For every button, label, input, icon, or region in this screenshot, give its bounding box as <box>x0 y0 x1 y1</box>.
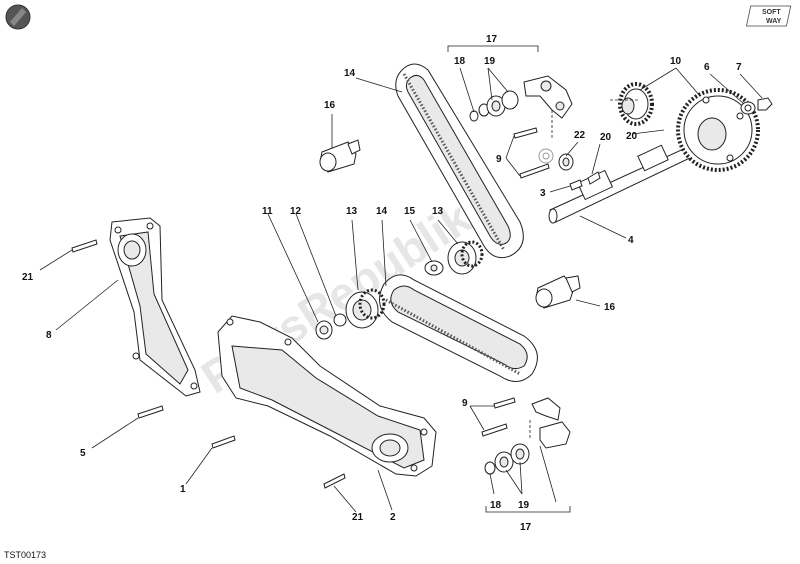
washer-15-hole <box>430 264 438 272</box>
callout-13-right: 13 <box>432 206 444 217</box>
callout-19-upper: 19 <box>484 56 496 67</box>
callout-6: 6 <box>704 62 710 73</box>
callout-14-upper: 14 <box>344 68 356 79</box>
bolt-5 <box>137 405 164 419</box>
callout-11: 11 <box>262 206 273 217</box>
callout-16-lower: 16 <box>604 302 616 313</box>
callout-16-upper: 16 <box>324 100 336 111</box>
diagram-code: TST00173 <box>4 550 46 560</box>
large-gear <box>676 88 760 172</box>
callout-15: 15 <box>404 206 416 217</box>
washer-12 <box>333 313 347 327</box>
idler-pulley-13-left <box>345 288 386 329</box>
callout-12: 12 <box>290 206 302 217</box>
callout-5: 5 <box>80 448 86 459</box>
callout-1: 1 <box>180 484 186 495</box>
spacer-16-upper <box>319 139 361 173</box>
camshaft <box>548 144 695 224</box>
callout-17-upper: 17 <box>486 34 498 45</box>
timing-cover-rear <box>109 217 201 397</box>
callout-7: 7 <box>736 62 742 73</box>
idler-pulley-13-right <box>447 240 484 275</box>
brand-line-2: WAY <box>766 18 782 25</box>
callout-10: 10 <box>670 56 682 67</box>
callout-13-left: 13 <box>346 206 358 217</box>
callout-9-upper: 9 <box>496 154 502 165</box>
spacer-16-lower <box>535 275 581 309</box>
callout-labels: 1 2 3 4 5 6 7 8 9 9 10 11 12 13 13 14 14… <box>22 34 742 533</box>
timing-belt-upper <box>395 63 524 259</box>
callout-8: 8 <box>46 330 52 341</box>
leader-lines <box>39 45 763 513</box>
timing-cover-front <box>217 315 437 477</box>
timing-belt-lower <box>379 274 538 382</box>
nut-7 <box>757 97 773 111</box>
screw-9-d <box>481 423 508 437</box>
callout-19-lower: 19 <box>518 500 530 511</box>
bolt-1 <box>211 435 236 449</box>
bolt-21-bottom <box>323 473 346 489</box>
screw-9-c <box>493 397 516 409</box>
screw-9-a <box>513 127 538 139</box>
callout-4: 4 <box>628 235 634 246</box>
brand-line-1: SOFT <box>762 9 781 16</box>
callout-20-lower: 20 <box>626 131 638 142</box>
callout-17-lower: 17 <box>520 522 532 533</box>
callout-21-left: 21 <box>22 272 34 283</box>
bearing-11-core <box>319 325 329 335</box>
screw-9-b <box>519 163 550 179</box>
callout-9-lower: 9 <box>462 398 468 409</box>
section-icon <box>5 4 31 30</box>
callout-20-upper: 20 <box>600 132 612 143</box>
callout-18-lower: 18 <box>490 500 502 511</box>
camshaft-pulley-parts <box>538 148 601 191</box>
softway-logo: SOFT WAY <box>745 5 792 27</box>
callout-21-bottom: 21 <box>352 512 364 523</box>
callout-2: 2 <box>390 512 396 523</box>
tensioner-bracket-upper <box>469 75 573 122</box>
callout-14-lower: 14 <box>376 206 388 217</box>
bolt-21-left <box>71 239 98 253</box>
callout-22: 22 <box>574 130 586 141</box>
washer-6-hole <box>744 104 752 112</box>
callout-18-upper: 18 <box>454 56 466 67</box>
callout-3: 3 <box>540 188 546 199</box>
tensioner-bracket-lower <box>484 397 571 475</box>
small-gear <box>618 82 654 126</box>
